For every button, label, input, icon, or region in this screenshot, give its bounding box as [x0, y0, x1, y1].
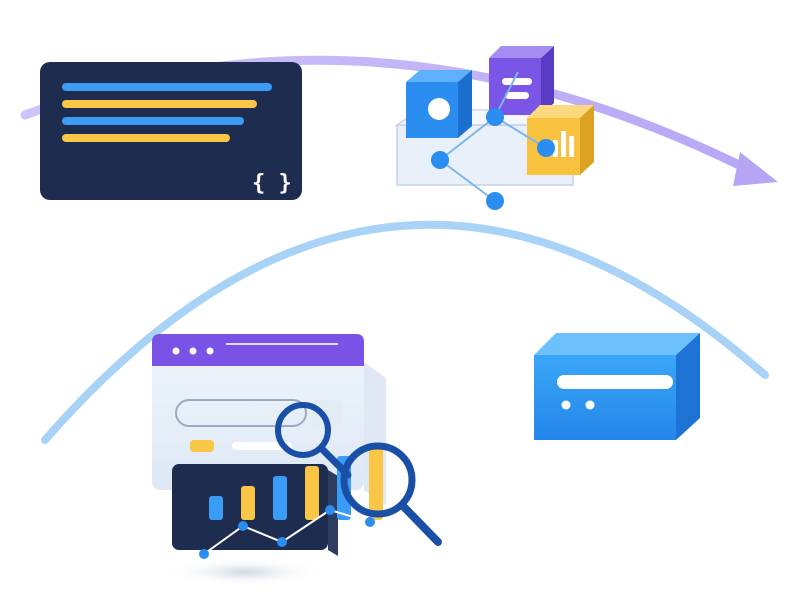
server-box [534, 333, 700, 440]
network-nodes [431, 108, 555, 210]
bottom-flow-arc [41, 220, 769, 444]
server-slot [557, 375, 673, 389]
data-cube-cluster [394, 46, 594, 210]
network-node [486, 108, 504, 126]
search-field-outline [175, 399, 307, 427]
blue-cube [406, 70, 472, 138]
window-shadow [165, 558, 325, 586]
analytics-trend-line [199, 505, 375, 559]
status-dot-icon [561, 400, 571, 410]
bar-chart-icon [553, 131, 574, 157]
code-braces-icon: { } [252, 171, 292, 196]
top-flow-arrow-icon [733, 152, 778, 186]
circle-icon [428, 98, 450, 120]
code-line [62, 83, 272, 91]
menu-line-icon [505, 92, 529, 99]
network-node [537, 139, 555, 157]
purple-cube [489, 46, 554, 115]
network-node [431, 151, 449, 169]
status-dot-icon [585, 400, 595, 410]
window-dot-icon [206, 347, 214, 355]
window-dot-icon [189, 347, 197, 355]
magnifier-icon [340, 442, 442, 546]
code-line [62, 117, 244, 125]
code-line [62, 134, 230, 142]
network-node [486, 192, 504, 210]
code-panel: { } [40, 62, 302, 200]
yellow-cube [527, 105, 594, 175]
analytics-bars [209, 448, 383, 520]
code-line [62, 100, 257, 108]
menu-line-icon [502, 78, 532, 85]
window-dot-icon [172, 347, 180, 355]
browser-window [152, 334, 442, 586]
